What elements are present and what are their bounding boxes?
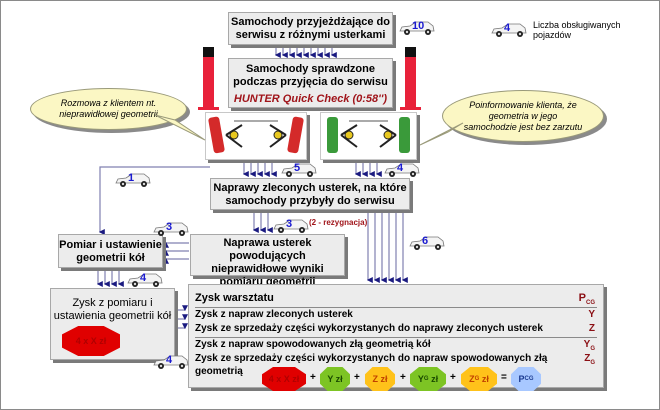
formula-term-alignment: 4 x X zł: [262, 367, 306, 391]
arrow-to-alignment: [98, 166, 210, 235]
plus-sign: +: [400, 372, 406, 383]
good-geometry-car-icon: 4: [383, 162, 421, 178]
divider: [195, 337, 597, 338]
arriving-cars-box: Samochody przyjeżdżające do serwisu z ró…: [228, 12, 393, 45]
alignment-profit-badge-text: 4 x X zł: [75, 336, 107, 346]
right-lift-base: [400, 107, 421, 110]
sym-sub: CG: [586, 300, 595, 307]
profit-title-symbol: PCG: [579, 292, 595, 310]
car-count: 4: [166, 354, 173, 366]
car-count: 6: [422, 235, 429, 247]
checked-cars-label: Samochody sprawdzone podczas przyjęcia d…: [233, 63, 388, 88]
plus-sign: +: [354, 372, 360, 383]
sym-main: Z: [588, 323, 595, 334]
car-count: 1: [128, 172, 135, 184]
to-alignment-car-icon: 3: [152, 221, 190, 237]
sym-main: P: [578, 292, 586, 304]
profit-title-row: Zysk warsztatu PCG: [195, 292, 597, 306]
profit-row-label: Zysk ze sprzedaży części wykorzystanych …: [195, 323, 543, 334]
client-info-bubble: Poinformowanie klienta, że geometria w j…: [442, 90, 604, 142]
term-text: Z zł: [372, 374, 388, 384]
plus-sign: +: [450, 372, 456, 383]
profit-row-symbol: Z: [589, 322, 595, 335]
left-lift-pillar-icon: [203, 47, 214, 107]
sym-main: Y: [583, 339, 591, 350]
profit-row: Zysk ze sprzedaży części wykorzystanych …: [195, 352, 597, 377]
client-talk-text: Rozmowa z klientem nt. nieprawidłowej ge…: [59, 98, 158, 119]
car-count: 4: [397, 162, 404, 174]
profit-row: Zysk ze sprzedaży części wykorzystanych …: [195, 322, 597, 335]
sym-main: Y: [588, 309, 595, 320]
profit-row-label: Zysk ze sprzedaży części wykorzystanych …: [195, 353, 548, 377]
profit-title: Zysk warsztatu: [195, 292, 274, 304]
sym-sub: G: [590, 360, 595, 366]
car-count: 3: [166, 221, 173, 233]
term-text: Y zł: [327, 374, 343, 384]
car-count: 5: [294, 162, 301, 174]
checked-cars-box: Samochody sprawdzone podczas przyjęcia d…: [228, 58, 393, 108]
equals-sign: =: [501, 372, 507, 383]
resignation-note: (2 - rezygnacja): [309, 218, 368, 227]
ordered-repairs-box: Naprawy zleconych usterek, na które samo…: [210, 178, 410, 210]
bad-geometry-car-icon: 5: [280, 162, 318, 178]
profit-row: Zysk z napraw zleconych usterek Y: [195, 308, 597, 321]
term-sub: CG: [524, 376, 534, 382]
term-sub: G: [474, 376, 480, 382]
term-text: 4 x X zł: [268, 374, 300, 384]
profit-row-symbol: ZG: [584, 352, 595, 370]
divider: [195, 307, 597, 308]
profit-row-symbol: YG: [584, 338, 595, 356]
to-repair-faults-car-icon: 3: [272, 218, 310, 234]
repair-faults-label: Naprawa usterek powodujących nieprawidło…: [211, 237, 324, 288]
client-talk-bubble-tail: [154, 114, 206, 141]
term-text: P: [518, 374, 525, 384]
left-lift-base: [198, 107, 219, 110]
legend-car-icon: 4: [490, 22, 528, 38]
term-text: Y: [417, 374, 424, 384]
hunter-quick-check-label: HUNTER Quick Check (0:58''): [233, 93, 388, 105]
repair-faults-box: Naprawa usterek powodujących nieprawidło…: [190, 234, 345, 288]
ordered-repairs-label: Naprawy zleconych usterek, na które samo…: [213, 182, 407, 207]
profit-row-symbol: Y: [588, 308, 595, 321]
profit-row: Zysk z napraw spowodowanych złą geometri…: [195, 338, 597, 352]
plus-sign: +: [310, 372, 316, 383]
car-count: 10: [412, 20, 425, 32]
arriving-car-icon: 10: [398, 20, 436, 36]
from-repairs-car-icon: 6: [408, 235, 446, 251]
term-sub: G: [423, 376, 429, 382]
car-count: 4: [140, 272, 147, 284]
alignment-profit-label: Zysk z pomiaru i ustawienia geometrii kó…: [53, 297, 172, 322]
right-lift-pillar-icon: [405, 47, 416, 107]
arriving-cars-label: Samochody przyjeżdżające do serwisu z ró…: [231, 16, 390, 41]
after-alignment-car-icon: 4: [126, 272, 164, 288]
profit-row-label: Zysk z napraw spowodowanych złą geometri…: [195, 339, 431, 350]
client-info-text: Poinformowanie klienta, że geometria w j…: [463, 99, 583, 132]
car-count: 4: [504, 22, 511, 34]
good-geometry-wheels-icon: [320, 112, 417, 160]
alignment-label: Pomiar i ustawienie geometrii kół: [59, 239, 162, 264]
profit-row-label: Zysk z napraw zleconych usterek: [195, 309, 353, 320]
workshop-profit-panel: Zysk warsztatu PCG Zysk z napraw zlecony…: [188, 284, 604, 391]
client-info-bubble-tail: [419, 122, 464, 146]
term-text: Z: [469, 374, 475, 384]
client-talk-bubble: Rozmowa z klientem nt. nieprawidłowej ge…: [30, 88, 187, 130]
sym-main: Z: [584, 353, 591, 364]
sym-sub: G: [590, 346, 595, 352]
formula-term-z: Z zł: [365, 367, 395, 391]
term-suffix: zł: [428, 374, 439, 384]
to-profit-car-icon: 4: [152, 354, 190, 370]
direct-alignment-car-icon: 1: [114, 172, 152, 188]
alignment-box: Pomiar i ustawienie geometrii kół: [58, 234, 163, 268]
term-suffix: zł: [479, 374, 489, 384]
bad-geometry-wheels-icon: [205, 112, 307, 160]
alignment-profit-badge: 4 x X zł: [62, 326, 120, 356]
legend-label: Liczba obsługiwanych pojazdów: [533, 20, 621, 40]
car-count: 3: [286, 218, 293, 230]
formula-term-y: Y zł: [320, 367, 350, 391]
